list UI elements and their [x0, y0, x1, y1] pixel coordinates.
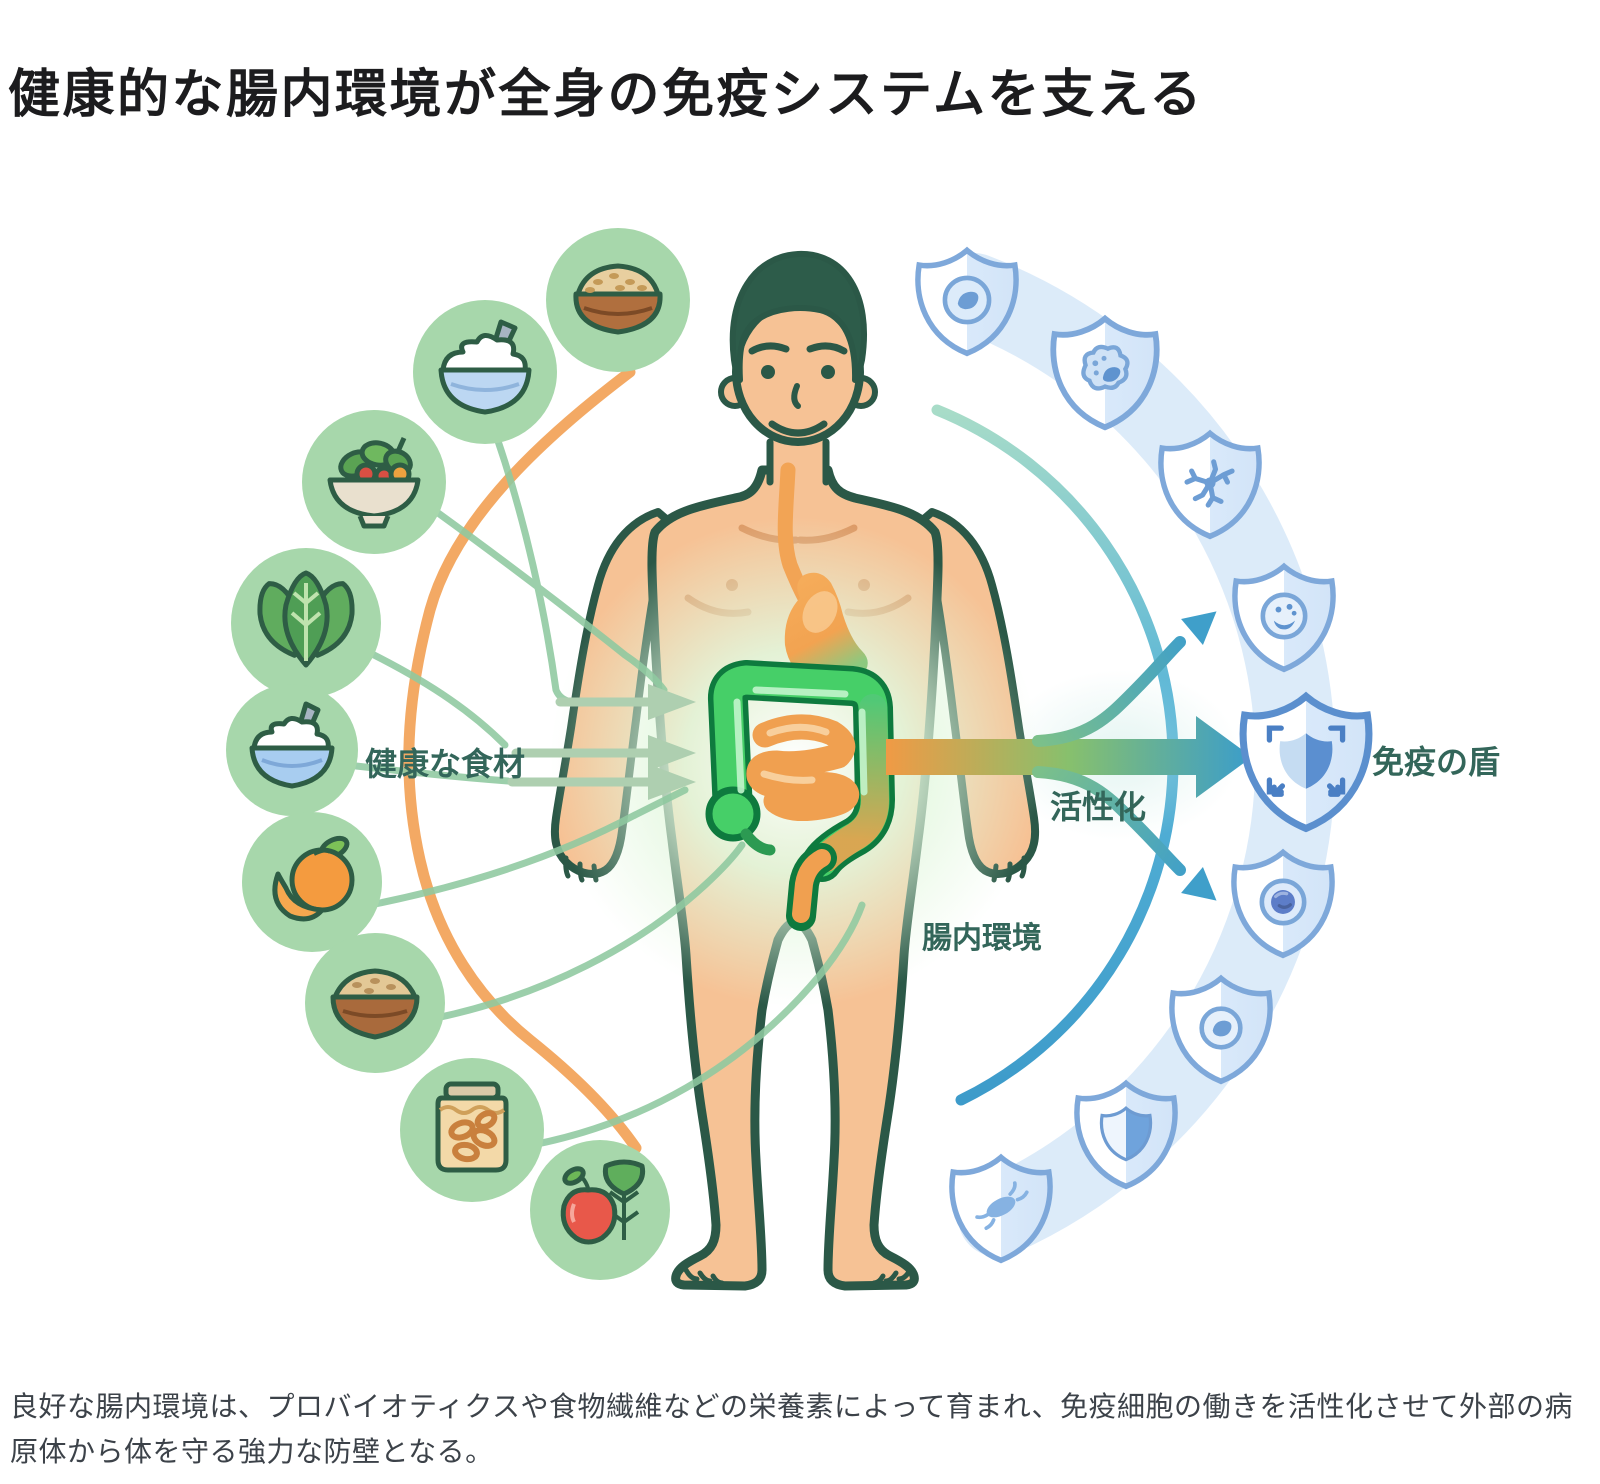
apple-and-greens-icon: [560, 1159, 646, 1245]
face-features: [748, 342, 848, 437]
salad-bowl-icon: [327, 436, 421, 529]
food-flow-curves: [352, 434, 866, 1152]
gut-environment-illustration: [550, 462, 1040, 1007]
orange-fruit-icon: [272, 835, 355, 922]
branch-up-arrowhead: [1181, 611, 1217, 646]
food-item: [242, 812, 382, 952]
intake-arrowhead-1: [648, 684, 696, 720]
shield-item: [1053, 319, 1156, 428]
intake-arrowhead-3: [648, 764, 696, 800]
stomach-highlight: [802, 591, 838, 633]
page-title: 健康的な腸内環境が全身の免疫システムを支える: [8, 65, 1204, 125]
shield-item: [1172, 978, 1270, 1081]
food-item: [546, 228, 690, 372]
rectum-fill: [792, 849, 831, 923]
small-intestine-icon: [746, 714, 859, 821]
gut-environment-label: 腸内環境: [922, 921, 1042, 956]
food-item: [413, 300, 557, 444]
healthy-foods-label: 健康な食材: [365, 745, 525, 783]
activation-branch-down: [1032, 766, 1186, 876]
activation-label: 活性化: [1050, 788, 1146, 826]
food-item: [302, 410, 446, 554]
activation-main-arrow: [886, 716, 1252, 798]
shield-item: [918, 250, 1016, 353]
orange-flow-curve: [403, 366, 642, 1154]
main-immune-shield-icon: [1266, 725, 1346, 797]
dendritic-cell-shield-icon: [1184, 459, 1235, 508]
t-cell-shield-icon: [1259, 878, 1307, 926]
hair: [729, 250, 867, 383]
grain-bowl-icon: [573, 263, 663, 335]
head: [718, 250, 878, 446]
food-item: [231, 548, 381, 698]
activation-branch-up: [1032, 636, 1186, 747]
macrophage-shield-icon: [1081, 344, 1130, 391]
food-item: [530, 1140, 670, 1280]
brown-rice-bowl-icon: [330, 968, 420, 1040]
toe-lines: [683, 1267, 913, 1286]
shield-item: [1243, 696, 1369, 828]
rice-porridge-bowl-icon: [249, 701, 335, 789]
intake-arrowhead-2: [648, 735, 696, 771]
shield-item: [952, 1157, 1050, 1260]
stomach-icon: [784, 572, 868, 687]
yogurt-bowl-icon: [438, 319, 532, 415]
food-items: [226, 228, 690, 1280]
eye-left: [761, 365, 775, 379]
shield-item: [1161, 433, 1259, 536]
fermented-jar-icon: [435, 1081, 509, 1173]
leafy-greens-icon: [257, 570, 355, 668]
food-item: [400, 1058, 544, 1202]
food-intake-arrows: [507, 684, 696, 800]
branch-down-arrowhead: [1181, 866, 1217, 901]
food-item: [226, 684, 358, 816]
immune-shield-label: 免疫の盾: [1372, 743, 1500, 781]
b-cell-shield-icon: [1260, 592, 1308, 640]
food-item: [305, 933, 445, 1073]
shield-item: [1234, 852, 1332, 955]
pathogen-shield-icon: [975, 1181, 1029, 1231]
caption-text: 良好な腸内環境は、プロバイオティクスや食物繊維などの栄養素によって育まれ、免疫細…: [10, 1390, 1574, 1469]
immune-shields: [918, 250, 1369, 1260]
lymphocyte-shield-icon: [1199, 1006, 1243, 1050]
eye-right: [821, 365, 835, 379]
shield-item: [1235, 566, 1333, 669]
immune-cell-shield-icon: [942, 275, 992, 325]
neck-lines: [766, 438, 830, 486]
activation-arrows: [886, 611, 1252, 901]
